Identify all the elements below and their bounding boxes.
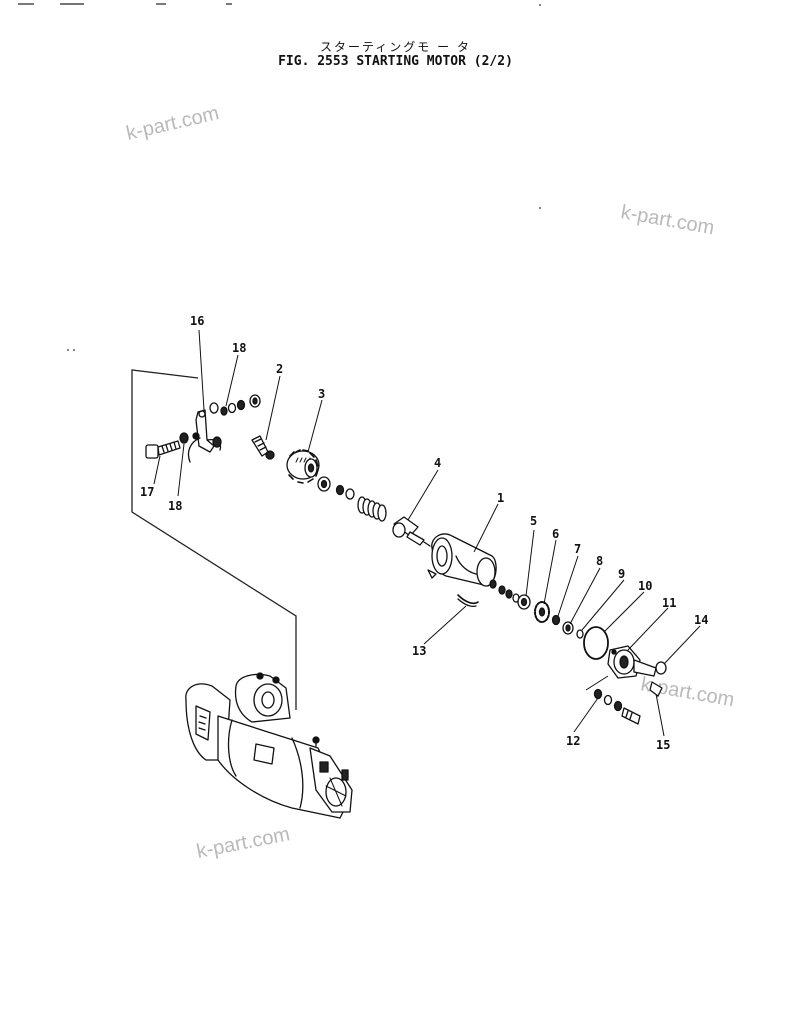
callout-13: 13 <box>412 644 426 658</box>
part-15-plug <box>649 681 663 697</box>
callout-18-lower: 18 <box>168 499 182 513</box>
part-13-clip <box>457 594 479 607</box>
part-spring <box>357 496 387 522</box>
callout-11: 11 <box>662 596 676 610</box>
part-2-screw <box>251 435 275 460</box>
callout-9: 9 <box>618 567 625 581</box>
part-11-end-cover <box>607 645 657 679</box>
callout-4: 4 <box>434 456 441 470</box>
part-10-o-ring <box>583 626 609 660</box>
callout-1: 1 <box>497 491 504 505</box>
part-17-bolt <box>145 440 181 459</box>
part-5-collar <box>517 594 531 610</box>
part-7-ring <box>551 614 561 626</box>
watermark-1: k-part.com <box>124 102 221 145</box>
figure-title: FIG. 2553 STARTING MOTOR (2/2) <box>278 54 513 69</box>
callout-8: 8 <box>596 554 603 568</box>
part-14-cap <box>655 661 667 675</box>
part-3-pinion-gear <box>286 449 320 484</box>
callout-17: 17 <box>140 485 154 499</box>
callout-15: 15 <box>656 738 670 752</box>
callout-3: 3 <box>318 387 325 401</box>
callout-18-upper: 18 <box>232 341 246 355</box>
assembly-bracket-line <box>131 369 297 710</box>
part-16-shift-lever <box>187 402 222 463</box>
part-3-collar-rings <box>317 476 355 500</box>
part-18-washers-upper <box>220 394 261 416</box>
scan-dots <box>67 4 541 351</box>
callout-5: 5 <box>530 514 537 528</box>
callout-10: 10 <box>638 579 652 593</box>
part-12-washers-bolt <box>593 688 641 725</box>
callout-2: 2 <box>276 362 283 376</box>
figure-title-japanese: スターティングモ ー タ <box>320 40 471 54</box>
part-8-collar <box>562 621 574 635</box>
leader-lines <box>153 329 701 737</box>
callout-6: 6 <box>552 527 559 541</box>
part-9-washer <box>576 629 584 639</box>
part-1-drive-housing <box>427 533 497 587</box>
part-18-washer-lower <box>179 432 189 444</box>
watermark-4: k-part.com <box>195 823 292 863</box>
callout-labels: 1 2 3 4 5 6 7 8 9 10 11 12 13 14 15 16 1… <box>140 314 708 752</box>
callout-12: 12 <box>566 734 580 748</box>
part-4-plunger <box>392 516 431 547</box>
part-spacers <box>489 579 520 603</box>
callout-14: 14 <box>694 613 708 627</box>
part-6-gear <box>534 601 550 623</box>
watermark-2: k-part.com <box>619 201 716 239</box>
callout-7: 7 <box>574 542 581 556</box>
starting-motor-assembly <box>185 672 353 819</box>
callout-16: 16 <box>190 314 204 328</box>
